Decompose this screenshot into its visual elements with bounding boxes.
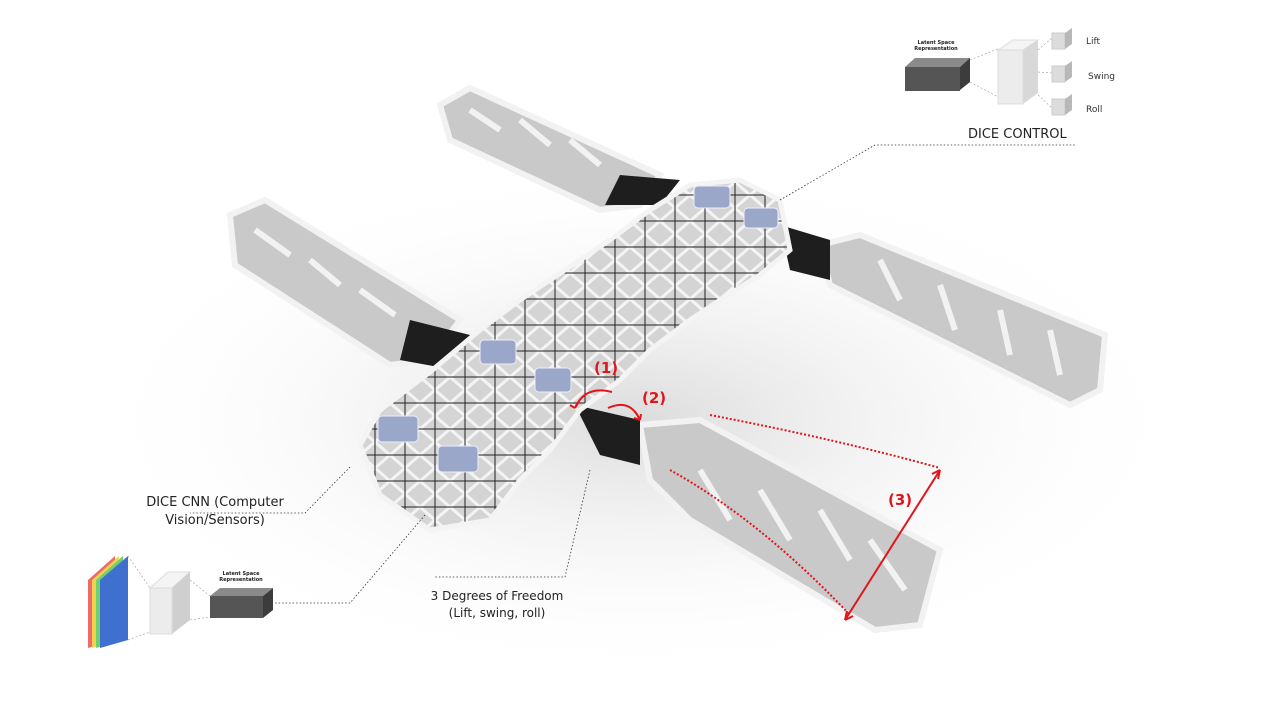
control-output-swing: Swing [1088, 72, 1115, 82]
cnn-network [88, 555, 273, 648]
swing-arc-lower [669, 469, 851, 616]
robot-center-body [357, 177, 793, 533]
rotation-arrow-2 [607, 404, 641, 421]
cnn-title: DICE CNN (Computer Vision/Sensors) [146, 495, 284, 528]
dof-marker-1: (1) [594, 359, 619, 377]
robot-arm-bottom-right [636, 416, 944, 634]
control-output-lift: Lift [1086, 37, 1101, 47]
dof-title: 3 Degrees of Freedom (Lift, swing, roll) [430, 589, 564, 620]
swing-arc [709, 414, 941, 469]
control-title: DICE CONTROL [968, 127, 1067, 142]
robot-arm-right [816, 231, 1109, 409]
dof-marker-3: (3) [888, 491, 913, 509]
dof-annotations [569, 389, 941, 621]
leader-lines [190, 144, 1075, 604]
control-latent-label: Latent Space Representation [914, 40, 958, 52]
control-output-roll: Roll [1086, 105, 1103, 115]
cnn-latent-label: Latent Space Representation [219, 571, 263, 583]
sensor-boards [377, 185, 779, 473]
dof-marker-2: (2) [642, 389, 667, 407]
swing-arrow [844, 469, 941, 621]
control-network [905, 28, 1072, 116]
